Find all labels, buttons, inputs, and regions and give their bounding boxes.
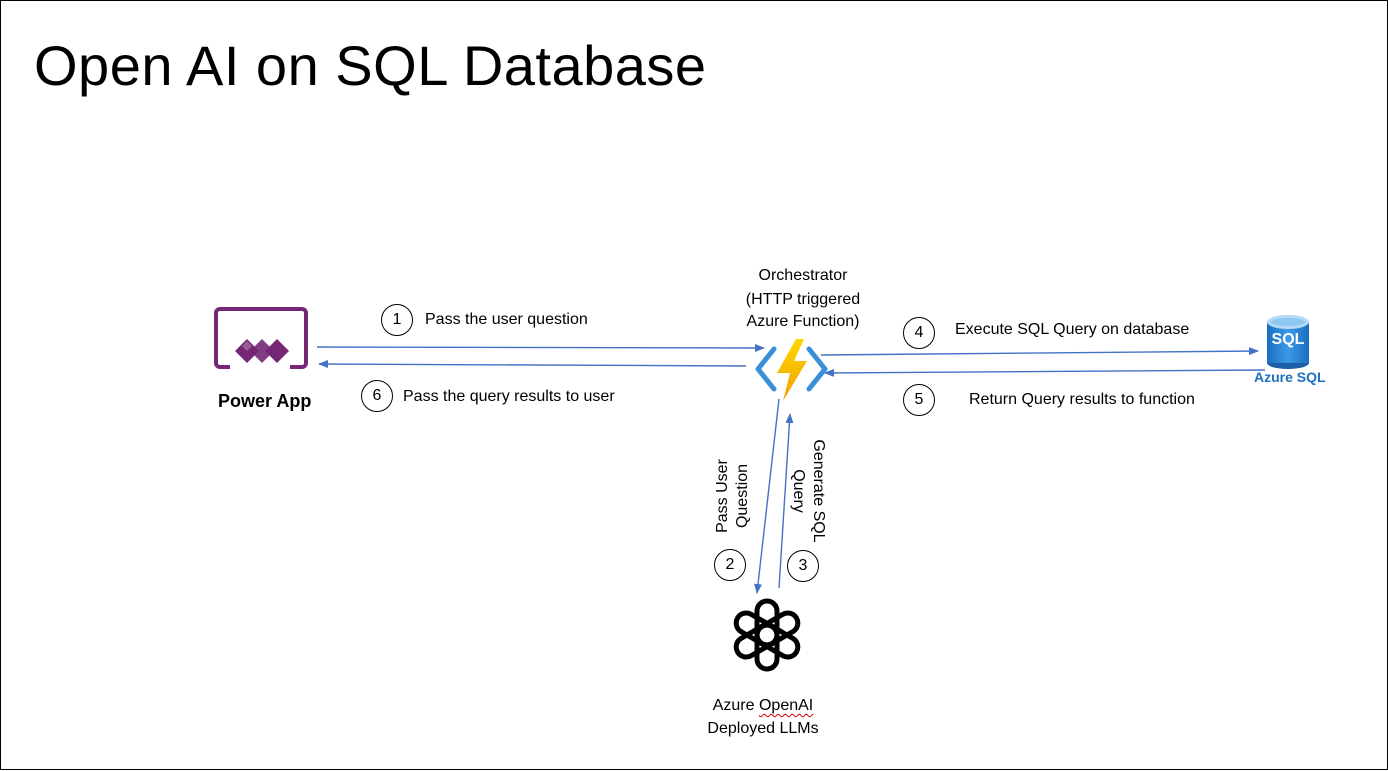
step-5-number: 5 bbox=[903, 384, 935, 416]
step-2-number: 2 bbox=[714, 549, 746, 581]
openai-label-azure: Azure bbox=[712, 697, 759, 714]
azure-sql-label: Azure SQL bbox=[1254, 369, 1326, 385]
step-5-label: Return Query results to function bbox=[969, 391, 1195, 408]
step-6-number: 6 bbox=[361, 380, 393, 412]
azure-function-icon bbox=[755, 339, 828, 401]
arrow-step-5 bbox=[824, 368, 1266, 377]
arrow-step-4 bbox=[820, 347, 1259, 356]
step-3-label: Generate SQL Query bbox=[788, 431, 828, 551]
orchestrator-line-2: (HTTP triggered bbox=[745, 291, 861, 308]
arrow-step-2 bbox=[754, 398, 780, 594]
step-6-label: Pass the query results to user bbox=[403, 388, 615, 405]
power-app-label: Power App bbox=[218, 391, 312, 411]
arrow-step-3 bbox=[778, 413, 794, 589]
arrow-step-1 bbox=[316, 343, 765, 352]
openai-label-openai: OpenAI bbox=[758, 697, 814, 714]
step-4-label: Execute SQL Query on database bbox=[955, 321, 1190, 338]
slide-title: Open AI on SQL Database bbox=[34, 34, 707, 97]
openai-label-line-1: Azure OpenAI bbox=[681, 697, 845, 715]
step-2-label-line-1: Pass User bbox=[714, 459, 731, 533]
step-4-number: 4 bbox=[903, 317, 935, 349]
orchestrator-line-3: Azure Function) bbox=[746, 313, 860, 330]
orchestrator-line-1: Orchestrator bbox=[758, 267, 848, 284]
arrow-step-6 bbox=[318, 360, 747, 369]
step-2-label-line-2: Question bbox=[734, 463, 751, 529]
power-apps-icon bbox=[214, 307, 308, 376]
azure-sql-icon bbox=[1267, 315, 1309, 369]
openai-icon bbox=[733, 598, 801, 672]
step-2-label: Pass User Question bbox=[713, 436, 753, 556]
sql-icon-text: SQL bbox=[1271, 331, 1305, 348]
step-3-number: 3 bbox=[787, 550, 819, 582]
openai-label-line-2: Deployed LLMs bbox=[707, 720, 819, 737]
step-3-label-line-1: Generate SQL bbox=[810, 439, 827, 543]
step-3-label-line-2: Query bbox=[790, 469, 807, 513]
step-1-label: Pass the user question bbox=[425, 311, 588, 328]
step-1-number: 1 bbox=[381, 304, 413, 336]
